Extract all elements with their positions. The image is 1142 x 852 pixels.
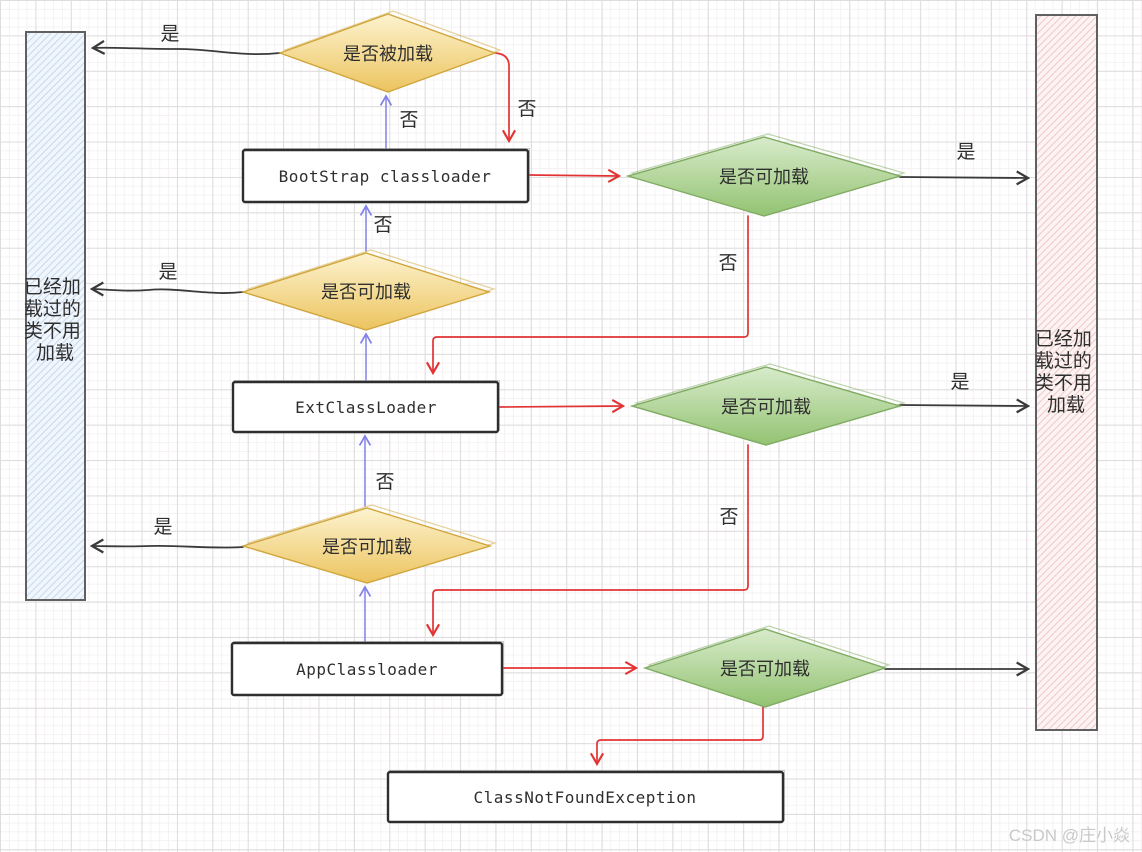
- node-bootstrap-classloader: BootStrap classloader: [241, 148, 530, 204]
- left-panel-shape: [25, 31, 86, 601]
- edge-label-yes: 是: [153, 517, 172, 538]
- edge-yes-extcheck-to-leftpanel: [89, 281, 244, 297]
- edge-yes-loadedcheck-to-leftpanel: [90, 39, 281, 56]
- right-panel-label: 已经加 载过的 类不用 加载: [1035, 328, 1097, 416]
- node-label: AppClassloader: [296, 660, 438, 679]
- edge-red-ext-to-canloadcheck: [498, 399, 626, 414]
- edge-label-no: 否: [399, 110, 418, 131]
- node-app-classloader: AppClassloader: [230, 641, 504, 697]
- left-panel-line: 已经加: [24, 276, 81, 298]
- diamond-shape: [240, 507, 493, 584]
- node-label: ExtClassLoader: [295, 398, 437, 417]
- left-panel-label: 已经加 载过的 类不用 加载: [24, 276, 86, 364]
- edge-label-no: 否: [718, 253, 737, 274]
- box-shape: [230, 641, 504, 697]
- edge-label-no: 否: [375, 472, 394, 493]
- decision-app-can-load: 是否可加载: [642, 625, 891, 708]
- decision-ext-delegate-check: 是否可加载: [240, 249, 497, 331]
- right-result-panel: 已经加 载过的 类不用 加载: [1035, 14, 1098, 731]
- left-panel-line: 载过的: [24, 298, 81, 320]
- left-panel-line: 加载: [36, 342, 74, 364]
- decision-label: 是否可加载: [720, 659, 810, 679]
- left-result-panel: 已经加 载过的 类不用 加载: [24, 31, 86, 601]
- edge-label-yes: 是: [950, 372, 969, 393]
- edge-label-no: 否: [517, 99, 536, 120]
- node-label: BootStrap classloader: [279, 167, 492, 186]
- right-panel-line: 已经加: [1035, 328, 1092, 350]
- right-panel-line: 类不用: [1035, 372, 1092, 394]
- decision-label: 是否被加载: [343, 44, 433, 64]
- box-shape: [241, 148, 530, 204]
- right-panel-line: 载过的: [1035, 350, 1092, 372]
- left-panel-line: 类不用: [24, 320, 81, 342]
- node-ext-classloader: ExtClassLoader: [231, 380, 500, 434]
- edge-label-yes: 是: [956, 142, 975, 163]
- diamond-shape: [240, 252, 492, 331]
- edge-no-extcanload-to-app: [425, 444, 749, 638]
- edge-no-bootstrapcanload-to-ext: [425, 215, 749, 376]
- decision-label: 是否可加载: [719, 167, 809, 187]
- edge-no-appcanload-to-exception: [589, 706, 764, 767]
- right-panel-shape: [1035, 14, 1098, 731]
- edge-yes-extcanload-to-rightpanel: [899, 398, 1031, 414]
- decision-app-delegate-check: 是否可加载: [240, 504, 498, 584]
- edge-yes-appcheck-to-leftpanel: [89, 538, 244, 554]
- right-panel-line: 加载: [1047, 394, 1085, 416]
- decision-bootstrap-loaded-check: 是否被加载: [277, 10, 502, 93]
- edge-no-loadedcheck-to-bootstrap: [494, 52, 517, 144]
- node-classnotfound-exception: ClassNotFoundException: [386, 770, 785, 824]
- box-shape: [386, 770, 785, 824]
- edge-label-no: 否: [719, 507, 738, 528]
- decision-bootstrap-can-load: 是否可加载: [625, 133, 907, 217]
- decision-label: 是否可加载: [721, 397, 811, 417]
- diamond-shape: [625, 136, 903, 217]
- edge-label-no: 否: [373, 215, 392, 236]
- edge-label-yes: 是: [158, 262, 177, 283]
- node-label: ClassNotFoundException: [474, 788, 697, 807]
- edge-label-yes: 是: [160, 24, 179, 45]
- watermark: CSDN @庄小焱: [1009, 826, 1130, 845]
- diamond-shape: [629, 366, 903, 446]
- edge-red-bootstrap-to-canloadcheck: [528, 168, 622, 183]
- decision-ext-can-load: 是否可加载: [629, 363, 907, 446]
- box-shape: [231, 380, 500, 434]
- decision-label: 是否可加载: [321, 282, 411, 302]
- decision-label: 是否可加载: [322, 537, 412, 557]
- edge-yes-bootstrapcanload-to-rightpanel: [899, 170, 1031, 186]
- diamond-shape: [642, 628, 888, 708]
- diamond-shape: [277, 13, 498, 93]
